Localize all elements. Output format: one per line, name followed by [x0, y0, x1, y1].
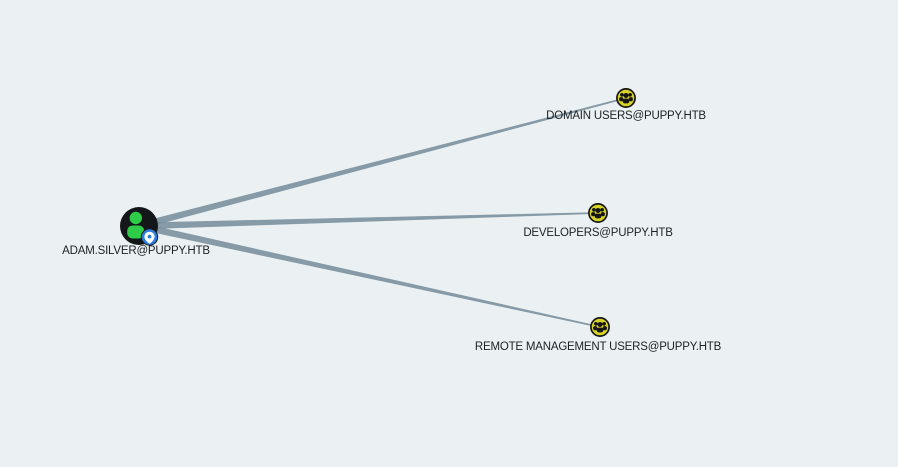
node-adam-silver[interactable] — [120, 207, 159, 246]
group-icon — [616, 88, 636, 108]
edge-adam-silver-developers[interactable] — [138, 212, 599, 230]
edge-adam-silver-domain-users[interactable] — [137, 97, 627, 230]
node-remote-management-users[interactable] — [590, 317, 610, 337]
edge-adam-silver-remote-management-users[interactable] — [138, 222, 601, 328]
group-icon — [590, 317, 610, 337]
node-domain-users[interactable] — [616, 88, 636, 108]
node-developers[interactable] — [588, 203, 608, 223]
group-icon — [588, 203, 608, 223]
map-marker-badge-icon — [140, 228, 159, 246]
